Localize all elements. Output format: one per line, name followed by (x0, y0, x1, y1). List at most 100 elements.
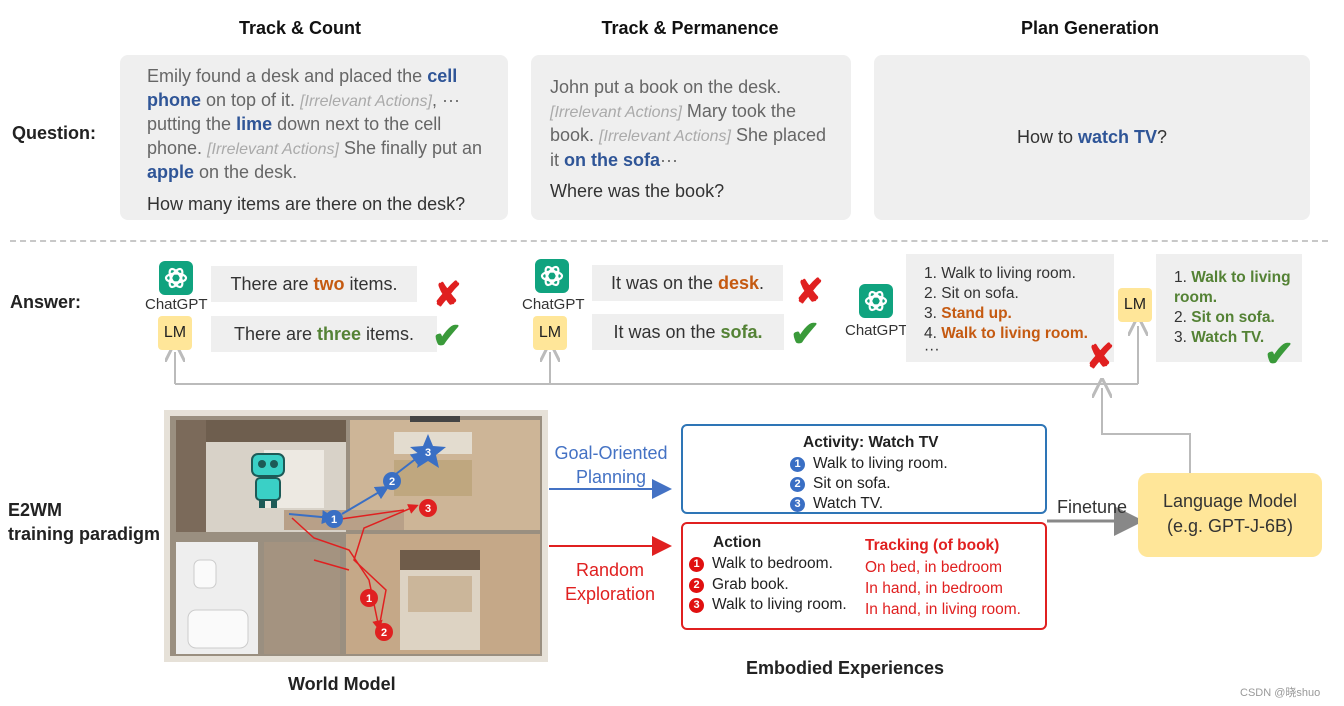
plan-lm-num2: 2. (1174, 309, 1192, 326)
header-track-permanence: Track & Permanence (601, 18, 779, 38)
step-num-icon: 1 (790, 457, 805, 472)
tracking-state-2: In hand, in bedroom (865, 580, 1003, 597)
q2-keyword-on-the-sofa: on the sofa (564, 149, 661, 170)
answer-lm-count: There are three items. (211, 316, 437, 352)
plan-gpt-ellipsis: ··· (924, 341, 940, 358)
goal-point-1: 1 (331, 514, 337, 526)
q3-keyword-watch-tv: watch TV (1078, 126, 1158, 147)
q1-text-3: , ··· putting the (147, 89, 460, 135)
a2-right-keyword: sofa. (720, 322, 763, 342)
lm-badge: LM (1118, 288, 1152, 322)
question-row-label: Question: (12, 123, 96, 143)
step-num-icon: 1 (689, 557, 704, 572)
a1-right-pre: There are (233, 324, 317, 344)
e2wm-label-line2: training paradigm (8, 524, 161, 544)
question-box-track-permanence: John put a book on the desk. [Irrelevant… (531, 55, 851, 220)
action-step-1: Walk to bedroom. (712, 555, 833, 572)
q1-keyword-cell-phone: cell phone (147, 66, 458, 110)
q1-text-6: on the desk. (194, 162, 298, 182)
check-icon: ✔ (432, 315, 463, 356)
q1-text-4: down next to the cell phone. (147, 114, 442, 158)
random-point-1: 1 (366, 593, 372, 605)
step-num-icon: 3 (790, 497, 805, 512)
goal-point-3: 3 (425, 447, 431, 459)
e2wm-row-label: E2WM training paradigm (8, 498, 160, 546)
plan-lm: 1. Walk to living room. 2. Sit on sofa. … (1156, 254, 1302, 362)
goal-point-2: 2 (389, 476, 395, 488)
a1-right-keyword: three (317, 324, 362, 344)
q1-text-1: Emily found a desk and placed the (147, 66, 428, 86)
step-num-icon: 2 (790, 477, 805, 492)
q1-text-5: She finally put an (338, 137, 483, 158)
plan-gpt-step3: Stand up. (941, 305, 1012, 322)
a1-right-post: items. (361, 324, 415, 344)
a2-wrong-pre: It was on the (610, 273, 718, 293)
check-icon: ✔ (1264, 333, 1295, 374)
a2-wrong-post: . (759, 273, 765, 293)
q1-text-2: on top of it. (201, 89, 301, 110)
world-model-caption: World Model (288, 674, 396, 694)
chatgpt-logo-icon (159, 261, 193, 295)
answer-lm-location: It was on the sofa. (592, 314, 784, 350)
tracking-state-1: On bed, in bedroom (865, 559, 1003, 576)
q1-question: How many items are there on the desk? (147, 193, 466, 214)
answer-row-label: Answer: (10, 292, 82, 312)
activity-title: Activity: Watch TV (803, 434, 939, 451)
activity-step-1: Walk to living room. (813, 455, 948, 472)
action-title: Action (713, 534, 762, 551)
q3-text-2: ? (1157, 126, 1168, 147)
question-box-track-count: Emily found a desk and placed the cell p… (120, 55, 508, 220)
language-model-line2: (e.g. GPT-J-6B) (1166, 516, 1294, 536)
random-point-3: 3 (425, 503, 431, 515)
chatgpt-label: ChatGPT (845, 322, 908, 339)
random-exploration-label: Random Exploration (551, 558, 669, 606)
action-step-2: Grab book. (712, 575, 789, 593)
plan-lm-step1: Walk to living room. (1174, 269, 1291, 306)
watermark: CSDN @晓shuo (1240, 687, 1321, 699)
section-divider (10, 240, 1328, 242)
q1-keyword-lime: lime (236, 114, 273, 134)
language-model-line1: Language Model (1162, 491, 1298, 511)
a1-wrong-post: items. (344, 274, 398, 294)
lm-badge: LM (533, 316, 567, 350)
cross-icon: ✘ (433, 276, 462, 314)
plan-lm-num1: 1. (1174, 269, 1192, 286)
e2wm-label-line1: E2WM (8, 500, 62, 520)
plan-gpt-step4: Walk to living room. (941, 325, 1088, 342)
goal-oriented-label: Goal-Oriented Planning (551, 441, 671, 489)
header-track-count: Track & Count (238, 18, 362, 38)
step-num-icon: 3 (689, 598, 704, 613)
q2-irrelevant-2: [Irrelevant Actions] (599, 128, 731, 145)
plan-lm-step3: Watch TV. (1191, 329, 1265, 346)
finetune-label: Finetune (1057, 497, 1128, 517)
q2-text-2: Mary took the book. (550, 100, 796, 146)
goal-label-line2: Planning (575, 467, 647, 487)
plan-lm-step2: Sit on sofa. (1191, 309, 1275, 326)
tracking-title: Tracking (of book) (865, 537, 1000, 554)
chatgpt-label: ChatGPT (522, 296, 585, 313)
plan-gpt-num4: 4. (924, 325, 942, 342)
q2-text-4: ··· (660, 149, 679, 170)
q1-keyword-apple: apple (147, 162, 195, 182)
cross-icon: ✘ (1086, 338, 1115, 376)
q1-irrelevant-1: [Irrelevant Actions] (300, 92, 432, 110)
activity-box: Activity: Watch TV 1 Walk to living room.… (681, 424, 1047, 514)
floor-plan-map: 1 2 3 1 2 3 (164, 410, 548, 662)
a2-wrong-keyword: desk (718, 273, 760, 293)
plan-chatgpt: 1. Walk to living room. 2. Sit on sofa. … (906, 254, 1114, 362)
q2-irrelevant-1: [Irrelevant Actions] (550, 103, 682, 121)
robot-icon (251, 453, 285, 508)
embodied-experiences-caption: Embodied Experiences (746, 658, 945, 678)
chatgpt-logo-icon (535, 259, 569, 293)
activity-step-2: Sit on sofa. (813, 475, 891, 492)
random-label-line2: Exploration (564, 584, 656, 604)
header-plan-generation: Plan Generation (1020, 18, 1160, 38)
answer-chatgpt-location: It was on the desk. (592, 265, 783, 301)
random-point-2: 2 (381, 627, 387, 639)
q2-text-1: John put a book on the desk. (550, 77, 782, 97)
chatgpt-label: ChatGPT (145, 296, 208, 313)
a2-right-pre: It was on the (613, 322, 721, 342)
plan-lm-num3: 3. (1174, 329, 1192, 346)
